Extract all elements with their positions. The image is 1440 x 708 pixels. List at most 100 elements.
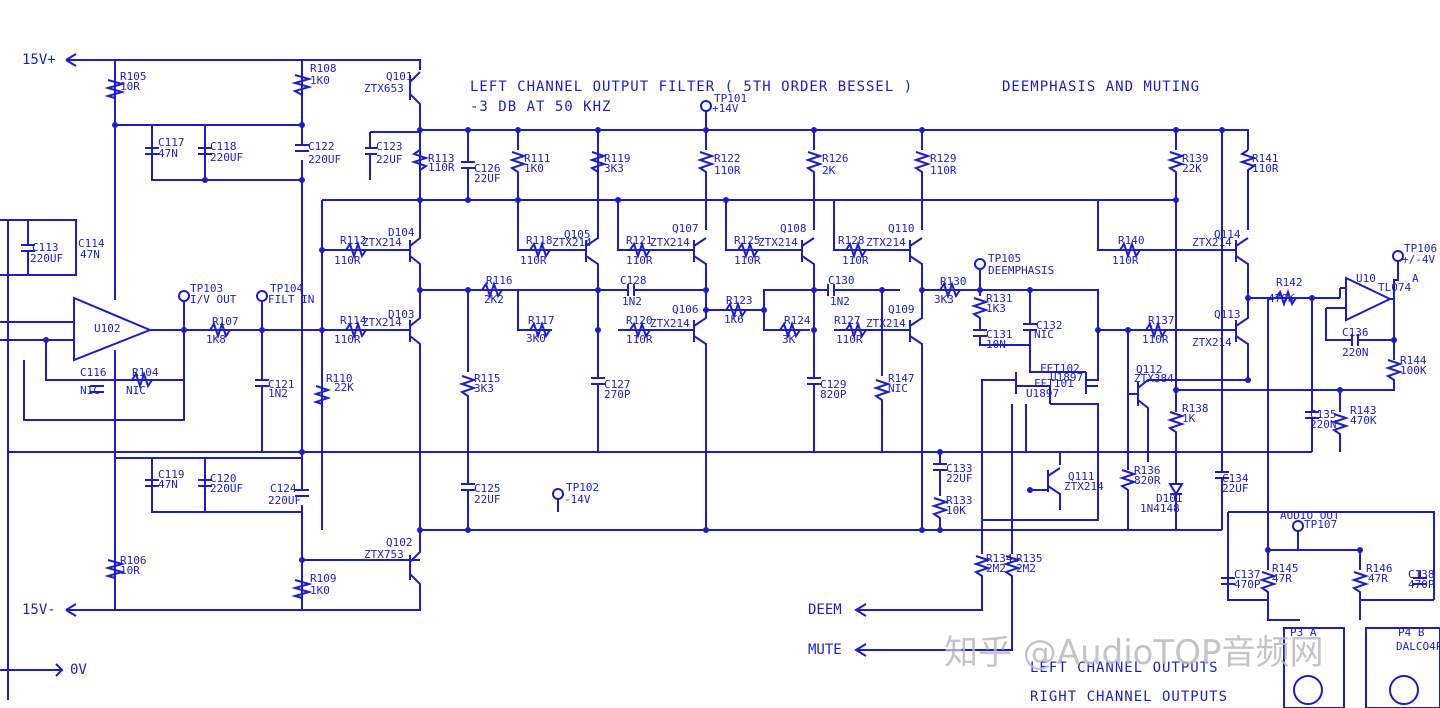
c124-value: 220UF [268, 494, 301, 507]
u102-opamp: U102 C116 NIC R104 NIC [0, 296, 322, 421]
tp104-ref: TP104 [270, 282, 303, 295]
c127-ref: C127 [604, 378, 631, 391]
u10-ref: U10 [1356, 272, 1376, 285]
c138-ref: C138 [1408, 568, 1435, 581]
r104-value: NIC [126, 384, 146, 397]
tp105-ref: TP105 [988, 252, 1021, 265]
q112-value: ZTX384 [1134, 372, 1174, 385]
fet102-ref: FET102 [1040, 362, 1080, 375]
r133-value: 10K [946, 504, 966, 517]
p3-ref: P3 A [1290, 626, 1317, 639]
c119-ref: C119 [158, 468, 185, 481]
r119-value: 3K3 [604, 162, 624, 175]
c128-ref: C128 [620, 274, 647, 287]
output-stage: R139 22K R140 110R R137 110R Q112 ZTX384… [1097, 127, 1340, 530]
r141-value: 110R [1252, 162, 1279, 175]
c133-ref: C133 [946, 462, 973, 475]
r126-ref: R126 [822, 152, 849, 165]
r124-value: 3K [782, 333, 796, 346]
c116-ref: C116 [80, 366, 107, 379]
c113-ref: C113 [32, 241, 59, 254]
c129-value: 820P [820, 388, 847, 401]
c113-value: 220UF [30, 252, 63, 265]
r106-ref: R106 [120, 554, 147, 567]
q105-type: ZTX214 [552, 236, 592, 249]
r142-value: 470K [1268, 292, 1295, 305]
filter-title: LEFT CHANNEL OUTPUT FILTER ( 5TH ORDER B… [470, 79, 913, 95]
c119-value: 47N [158, 478, 178, 491]
stage4: R125 110R Q108 ZTX214 R126 2K R124 3K C1… [723, 127, 900, 452]
r129-ref: R129 [930, 152, 957, 165]
r113-value: 110R [428, 161, 455, 174]
r146-value: 47R [1368, 572, 1388, 585]
r137-value: 110R [1142, 333, 1169, 346]
stage1: R113 110R D104 ZTX214 R112 110R D103 ZTX… [312, 127, 455, 533]
r143-ref: R143 [1350, 404, 1377, 417]
q111-value: ZTX214 [1064, 480, 1104, 493]
r109-value: 1K0 [310, 584, 330, 597]
c122-ref: C122 [308, 140, 335, 153]
r123-value: 1K6 [724, 313, 744, 326]
r145-value: 47R [1272, 572, 1292, 585]
stage5: R129 110R Q110 ZTX214 R128 110R Q109 ZTX… [833, 127, 1099, 533]
r147-value: NIC [888, 382, 908, 395]
r107-ref: R107 [212, 315, 239, 328]
stage3: TP101 +14V R122 110R Q107 ZTX214 R121 11… [615, 92, 764, 533]
c123-value: 22UF [376, 153, 403, 166]
r110-value: 22K [334, 381, 354, 394]
r127-ref: R127 [834, 314, 861, 327]
q113-ref: Q113 [1214, 308, 1241, 321]
q110-type: ZTX214 [866, 236, 906, 249]
c129-ref: C129 [820, 378, 847, 391]
c117-ref: C117 [158, 136, 185, 149]
u10-opamp: TP106 +/-4V U10 A TL074 C136 220N R144 1… [1305, 242, 1437, 452]
c123-ref: C123 [376, 140, 403, 153]
c135-ref: C135 [1310, 408, 1337, 421]
q111-ref: Q111 [1068, 470, 1095, 483]
r137-ref: R137 [1148, 314, 1175, 327]
r115-value: 3K3 [474, 382, 494, 395]
r130-ref: R130 [940, 275, 967, 288]
q101-transistor: Q101 ZTX653 C123 22UF [364, 70, 421, 180]
audio-out-label: AUDIO OUT [1280, 509, 1340, 522]
c114-ref: C114 [78, 237, 105, 250]
q105-ref: Q105 [564, 228, 591, 241]
r122-ref: R122 [714, 152, 741, 165]
q114-type: ZTX214 [1192, 236, 1232, 249]
q102-transistor: Q102 ZTX753 [364, 532, 421, 610]
c120-ref: C120 [210, 472, 237, 485]
r127-value: 110R [836, 333, 863, 346]
r120-ref: R120 [626, 314, 653, 327]
r138-ref: R138 [1182, 402, 1209, 415]
c130-ref: C130 [828, 274, 855, 287]
r108-value: 1K0 [310, 74, 330, 87]
r140-ref: R140 [1118, 234, 1145, 247]
r124-ref: R124 [784, 314, 811, 327]
q101-ref: Q101 [386, 70, 413, 83]
r113-ref: R113 [428, 152, 455, 165]
stage2: C126 22UF R111 1K0 R118 110R R116 2K2 R1… [420, 127, 706, 533]
input-section: TP103 I/V OUT TP104 FILT IN R107 1K8 C12… [178, 282, 314, 452]
r121-value: 110R [626, 254, 653, 267]
r123-ref: R123 [726, 294, 753, 307]
fet101-ref: FET101 [1034, 377, 1074, 390]
r136-value: 820R [1134, 474, 1161, 487]
c134-value: 22UF [1222, 482, 1249, 495]
r140-value: 110R [1112, 254, 1139, 267]
c121-value: 1N2 [268, 387, 288, 400]
c125-value: 22UF [474, 493, 501, 506]
r104-ref: R104 [132, 366, 159, 379]
c128-value: 1N2 [622, 295, 642, 308]
r105-value: 10R [120, 80, 140, 93]
r114-value: 110R [334, 333, 361, 346]
tp102-value: -14V [564, 493, 591, 506]
c137-ref: C137 [1234, 568, 1261, 581]
c116-value: NIC [80, 384, 100, 397]
q102-value: ZTX753 [364, 548, 404, 561]
r122-value: 110R [714, 164, 741, 177]
r105-ref: R105 [120, 70, 147, 83]
r112-value: 110R [334, 254, 361, 267]
r143-value: 470K [1350, 414, 1377, 427]
d101-ref: D101 [1156, 492, 1183, 505]
